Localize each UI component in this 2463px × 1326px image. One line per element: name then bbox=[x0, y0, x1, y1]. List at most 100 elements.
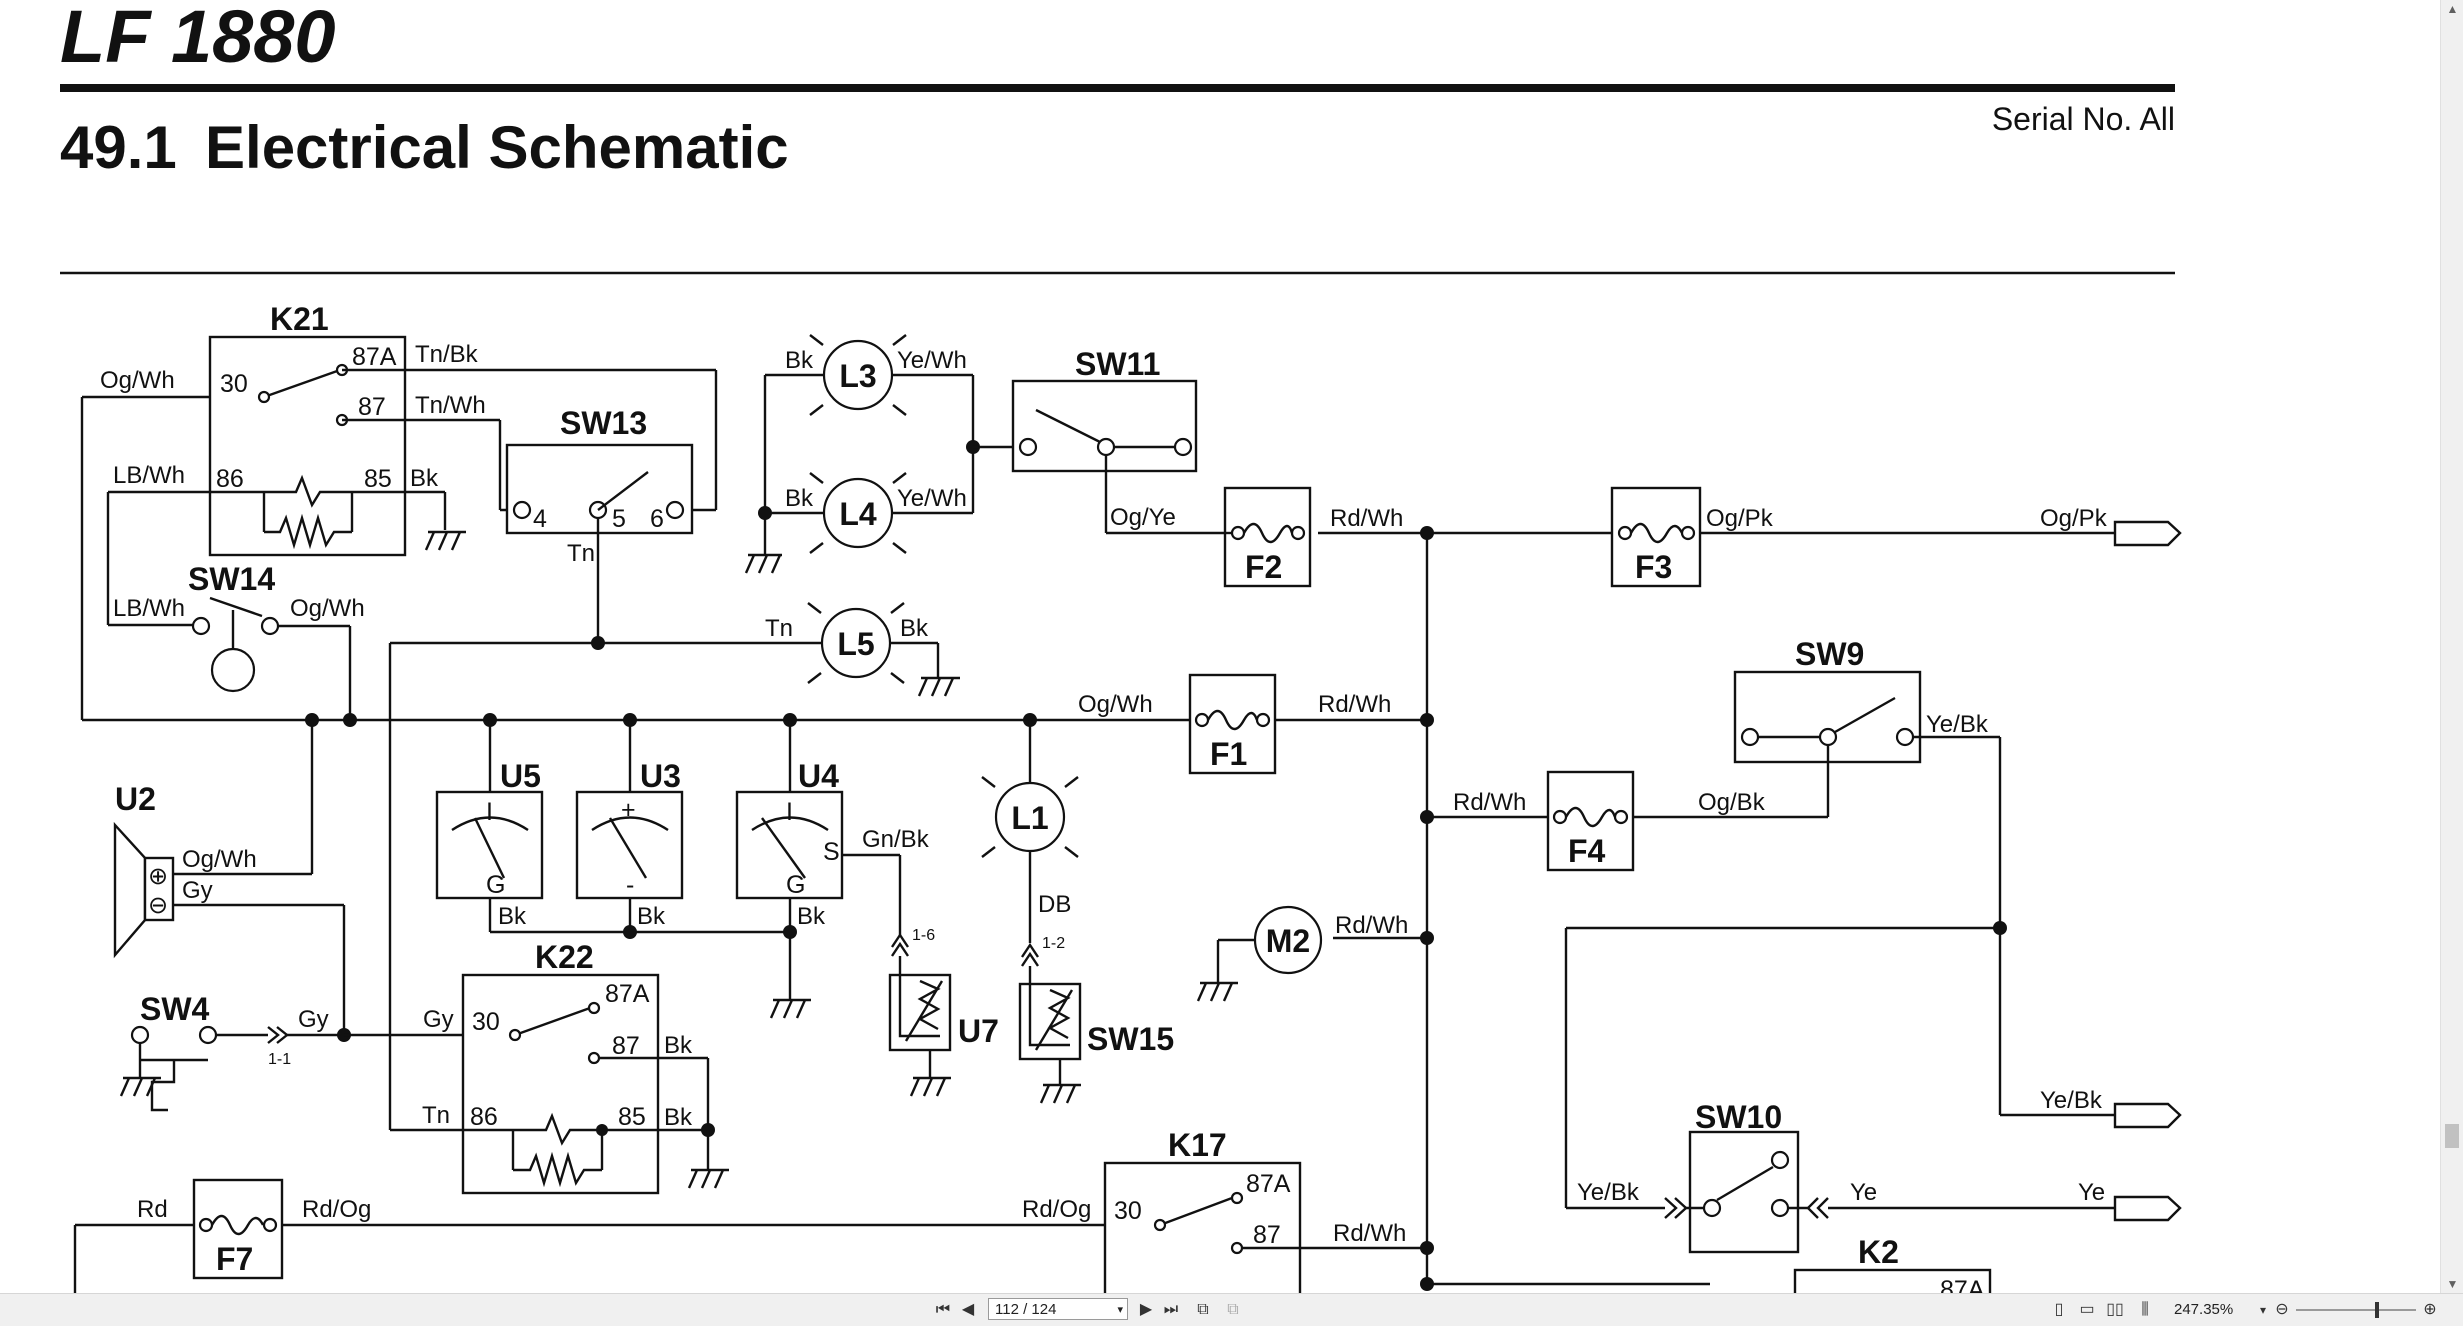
wire-og-wh-3: Og/Wh bbox=[1078, 691, 1153, 718]
wire-rd-og-1: Rd/Og bbox=[302, 1196, 371, 1223]
wire-rd-wh-3: Rd/Wh bbox=[1453, 789, 1526, 816]
wire-og-bk: Og/Bk bbox=[1698, 789, 1766, 816]
gauge-u4: U4 I G S Bk Gn/Bk bbox=[735, 720, 930, 1019]
wire-rd-wh-1: Rd/Wh bbox=[1330, 505, 1403, 532]
ref-sw13: SW13 bbox=[560, 405, 647, 441]
next-page-icon[interactable]: ▶ bbox=[1139, 1301, 1153, 1318]
cover-icon[interactable]: ⫼ bbox=[2141, 1301, 2149, 1318]
ref-k22: K22 bbox=[535, 939, 594, 975]
lamp-l3: L3 Bk Ye/Wh bbox=[765, 334, 973, 416]
zoom-level[interactable]: 247.35% bbox=[2174, 1301, 2234, 1318]
ref-sw10: SW10 bbox=[1695, 1099, 1782, 1135]
switch-sw4: SW4 1-1 Gy bbox=[119, 991, 351, 1112]
k21-wiring: Og/Wh Tn/Bk Tn/Wh LB/Wh Bk bbox=[80, 341, 718, 720]
wire-og-wh-2: Og/Wh bbox=[290, 595, 365, 622]
chevron-down-icon[interactable]: ▾ bbox=[1117, 1304, 1123, 1316]
zoom-slider[interactable] bbox=[2296, 1302, 2416, 1318]
switch-sw9: SW9 Ye/Bk Ye/Bk bbox=[1564, 636, 2182, 1208]
wire-bk-l3: Bk bbox=[785, 347, 814, 374]
wire-ye-bk-1: Ye/Bk bbox=[1926, 711, 1989, 738]
pin-u4-i: I bbox=[786, 798, 793, 826]
page-number-field[interactable]: 112 / 124▾ bbox=[988, 1298, 1128, 1320]
wire-ye-wh-l4: Ye/Wh bbox=[897, 485, 967, 512]
document-viewer[interactable]: LF 1880 49.1 Electrical Schematic Serial… bbox=[0, 0, 2440, 1293]
last-page-icon[interactable]: ⏭ bbox=[1163, 1301, 1179, 1318]
zoom-slider-knob[interactable] bbox=[2375, 1302, 2379, 1318]
wire-og-pk-1: Og/Pk bbox=[1706, 505, 1774, 532]
pin-k21-85: 85 bbox=[364, 465, 392, 493]
switch-sw10: SW10 Ye/Bk Ye Ye bbox=[1566, 1099, 2182, 1254]
wire-gy-k22: Gy bbox=[423, 1006, 454, 1033]
ref-u7: U7 bbox=[958, 1013, 999, 1049]
wire-bk-1: Bk bbox=[410, 465, 439, 492]
scrollbar-thumb[interactable] bbox=[2445, 1124, 2459, 1148]
first-page-icon[interactable]: ⏮ bbox=[935, 1301, 951, 1318]
paste-page-icon[interactable]: ⧉ bbox=[1227, 1301, 1239, 1318]
section-number: 49.1 bbox=[60, 114, 177, 181]
pin-k22-85: 85 bbox=[618, 1103, 646, 1131]
switch-sw11: SW11 Og/Ye bbox=[1011, 346, 1225, 535]
ref-sw15: SW15 bbox=[1087, 1021, 1174, 1057]
ref-l1: L1 bbox=[1011, 800, 1048, 836]
zoom-in-icon[interactable]: ⊕ bbox=[2423, 1301, 2437, 1318]
wire-bk-l5: Bk bbox=[900, 615, 929, 642]
copy-page-icon[interactable]: ⧉ bbox=[1197, 1301, 1209, 1318]
wire-bk-u4: Bk bbox=[797, 903, 826, 930]
scroll-up-icon[interactable]: ▲ bbox=[2446, 2, 2459, 16]
wire-gy-u2: Gy bbox=[182, 877, 213, 904]
pin-sw13-6: 6 bbox=[650, 505, 664, 533]
continuous-icon[interactable]: ▭ bbox=[2079, 1301, 2095, 1318]
gauge-u5: U5 I G Bk bbox=[435, 720, 790, 934]
wire-og-wh-u2: Og/Wh bbox=[182, 846, 257, 873]
vertical-scrollbar[interactable]: ▲ ▼ bbox=[2440, 0, 2463, 1293]
single-page-icon[interactable]: ▯ bbox=[2054, 1301, 2064, 1318]
pin-k17-87a: 87A bbox=[1246, 1170, 1291, 1198]
schematic-page: LF 1880 49.1 Electrical Schematic Serial… bbox=[60, 0, 2182, 1293]
ref-u3: U3 bbox=[640, 758, 681, 794]
ground-symbol bbox=[424, 530, 466, 551]
pin-sw13-4: 4 bbox=[533, 505, 547, 533]
ref-k21: K21 bbox=[270, 301, 329, 337]
horn-u2: U2 ⊕ ⊖ Og/Wh Gy bbox=[113, 720, 346, 1035]
ref-l3: L3 bbox=[839, 358, 876, 394]
wire-tn-1: Tn bbox=[567, 540, 595, 567]
switch-sw13: SW13 4 5 6 Tn bbox=[505, 405, 694, 643]
lamp-l4: L4 Bk Ye/Wh bbox=[765, 472, 973, 554]
relay-k17: K17 30 87A 87 Rd/Wh bbox=[1103, 1127, 1406, 1293]
ref-sw14: SW14 bbox=[188, 561, 275, 597]
wire-og-wh-1: Og/Wh bbox=[100, 367, 175, 394]
viewer-toolbar: ⏮ ◀ 112 / 124▾ ▶ ⏭ ⧉ ⧉ ▯ ▭ ▯▯ ⫼ 247.35% … bbox=[0, 1293, 2463, 1326]
wire-ye-bk-3: Ye/Bk bbox=[1577, 1179, 1640, 1206]
wire-db: DB bbox=[1038, 891, 1071, 918]
zoom-menu-chevron-icon[interactable]: ▾ bbox=[2259, 1303, 2267, 1317]
wire-rd-wh-m2: Rd/Wh bbox=[1335, 912, 1408, 939]
facing-icon[interactable]: ▯▯ bbox=[2106, 1301, 2124, 1318]
wire-gy-sw4: Gy bbox=[298, 1006, 329, 1033]
ref-f7: F7 bbox=[216, 1241, 253, 1277]
connector-arrow-ye bbox=[2113, 1195, 2182, 1222]
wire-rd-og-2: Rd/Og bbox=[1022, 1196, 1091, 1223]
wire-rd-wh-2: Rd/Wh bbox=[1318, 691, 1391, 718]
prev-page-icon[interactable]: ◀ bbox=[961, 1301, 975, 1318]
wire-lb-wh-1: LB/Wh bbox=[113, 462, 185, 489]
wire-og-ye: Og/Ye bbox=[1110, 504, 1176, 531]
connector-1-6: 1-6 bbox=[912, 927, 935, 944]
pin-k17-30: 30 bbox=[1114, 1197, 1142, 1225]
model-title: LF 1880 bbox=[60, 0, 336, 78]
lamp-l1: L1 DB bbox=[981, 720, 1079, 943]
wire-bk-u3: Bk bbox=[637, 903, 666, 930]
scroll-down-icon[interactable]: ▼ bbox=[2446, 1277, 2459, 1291]
main-bus-wires bbox=[82, 526, 2115, 1291]
pin-k22-87a: 87A bbox=[605, 980, 650, 1008]
pin-k21-87: 87 bbox=[358, 393, 386, 421]
wire-ye-wh-l3: Ye/Wh bbox=[897, 347, 967, 374]
pin-u4-g: G bbox=[786, 871, 805, 899]
section-title: Electrical Schematic bbox=[205, 114, 789, 181]
ref-u4: U4 bbox=[798, 758, 839, 794]
relay-k2: K2 87A bbox=[1793, 1234, 1992, 1293]
gauge-u3: U3 + - Bk bbox=[575, 720, 684, 939]
zoom-out-icon[interactable]: ⊖ bbox=[2275, 1301, 2289, 1318]
ref-u5: U5 bbox=[500, 758, 541, 794]
connector-arrow-ye-bk bbox=[2113, 1102, 2182, 1129]
ref-k2: K2 bbox=[1858, 1234, 1899, 1270]
